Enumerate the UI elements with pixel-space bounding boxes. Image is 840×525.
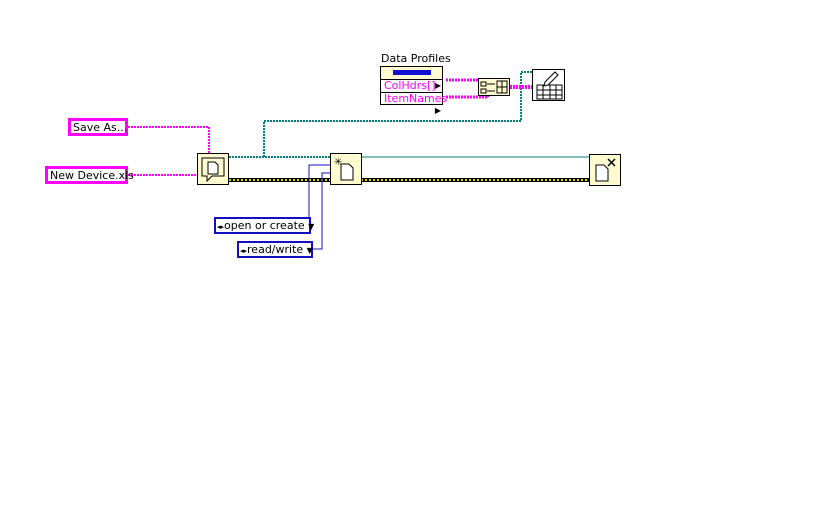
operation-enum[interactable]: ◂▸open or create ▼	[214, 217, 315, 234]
string-wire-save-as	[128, 126, 210, 153]
table-edit-icon	[536, 71, 563, 100]
open-file-node[interactable]: ✳	[330, 153, 362, 185]
access-enum[interactable]: ◂▸read/write ▼	[237, 241, 313, 258]
filename-constant[interactable]: New Device.xls	[45, 166, 134, 184]
close-file-icon	[595, 158, 616, 182]
enum-wire-operation	[308, 164, 330, 226]
path-wire-branch	[263, 71, 532, 157]
save-as-constant[interactable]: Save As...	[68, 118, 128, 136]
write-table-node[interactable]	[532, 69, 565, 101]
cluster-label: Data Profiles	[381, 52, 451, 65]
file-dialog-node[interactable]	[197, 153, 229, 185]
file-dialog-icon	[201, 157, 225, 183]
cluster-header	[381, 67, 442, 79]
new-file-icon: ✳	[334, 157, 354, 181]
data-profiles-cluster[interactable]: ColHdrs[]▶ ItemNames▶	[380, 66, 447, 115]
cluster-field-itemnames: ItemNames▶	[381, 92, 447, 115]
enum-arrows-icon: ◂▸	[240, 247, 248, 255]
enum-wire-access	[313, 172, 330, 250]
close-file-node[interactable]	[589, 154, 621, 186]
svg-text:✳: ✳	[334, 157, 342, 168]
cluster-field-colhdrs: ColHdrs[]▶	[381, 79, 442, 92]
build-array-icon	[480, 80, 508, 94]
dropdown-icon[interactable]: ▼	[308, 222, 315, 231]
enum-arrows-icon: ◂▸	[217, 223, 225, 231]
dropdown-icon[interactable]: ▼	[306, 246, 313, 255]
build-array-node[interactable]	[478, 78, 510, 96]
